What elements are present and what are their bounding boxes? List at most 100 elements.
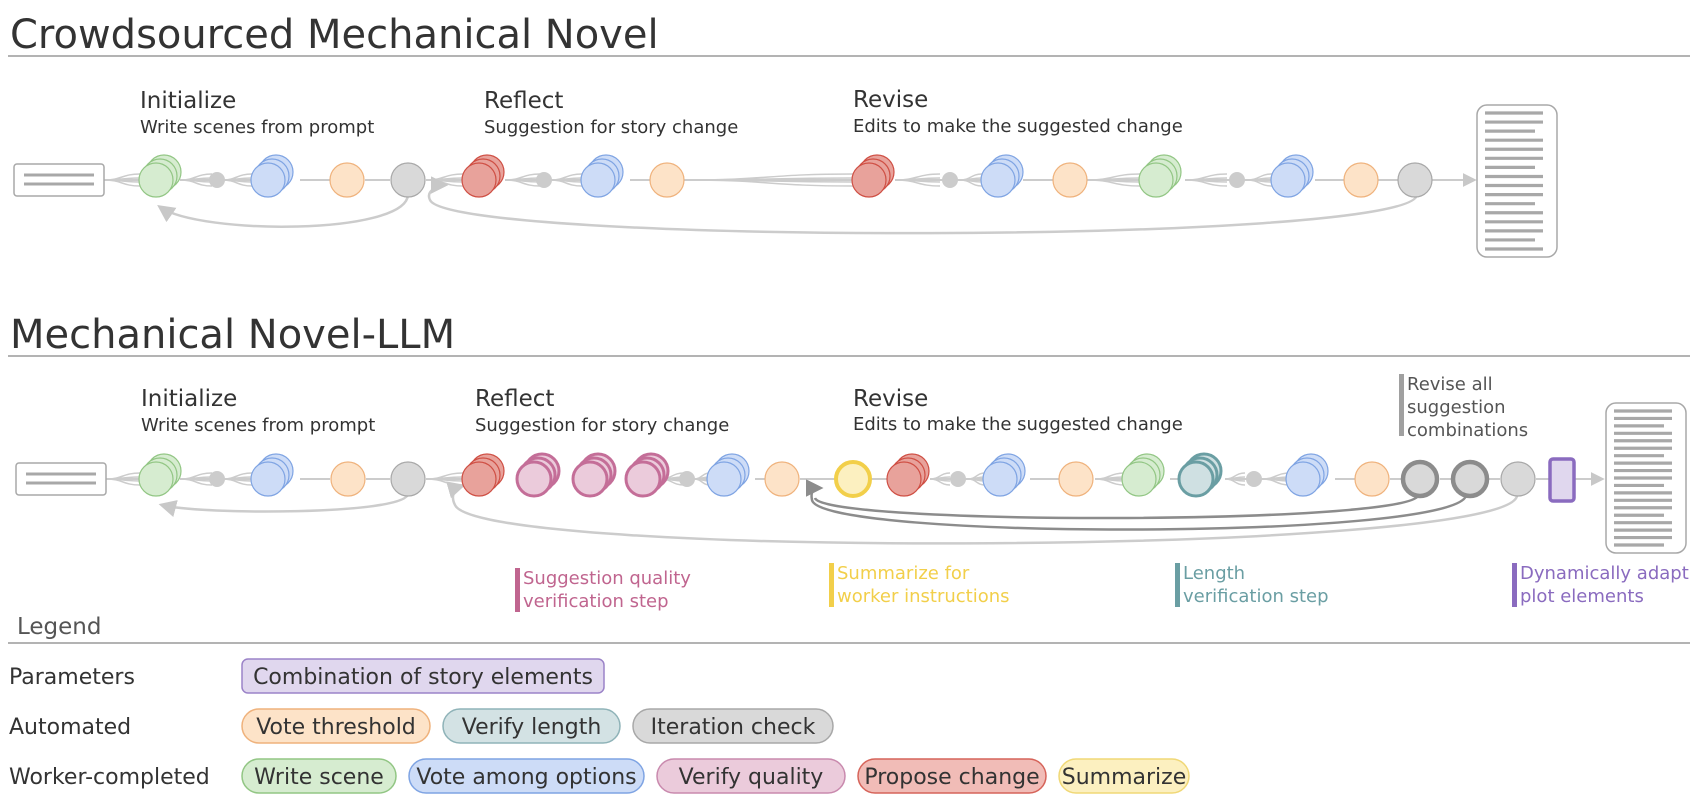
- bottom-title: Mechanical Novel-LLM: [10, 312, 455, 358]
- top-vote-disc: [980, 162, 1016, 198]
- bottom-fan-line: [1094, 478, 1126, 486]
- legend-item-label: Iteration check: [651, 715, 816, 740]
- annotation-dynamic-bar: [1512, 563, 1517, 607]
- bottom-write-scene: [138, 453, 182, 497]
- bottom-input-doc-frame: [15, 462, 107, 496]
- top-stage-revise-name: Revise: [853, 87, 928, 113]
- legend-item: Write scene: [241, 758, 397, 794]
- legend-item-pill: [632, 708, 834, 744]
- top-fan: [683, 173, 854, 187]
- legend-item-pill: [1058, 758, 1190, 794]
- bottom-verify-quality: [571, 452, 617, 498]
- bottom-vote-threshold: [330, 461, 366, 497]
- annotation-dynamic-line-2: plot elements: [1520, 586, 1644, 607]
- top-fan: [1246, 173, 1273, 187]
- top-fan-line: [1184, 179, 1228, 187]
- top-stage-revise: Revise Edits to make the suggested chang…: [853, 87, 1183, 137]
- bottom-stage-initialize-name: Initialize: [141, 386, 237, 412]
- legend-item-pill: [857, 758, 1047, 794]
- bottom-vote-disc: [982, 461, 1018, 497]
- bottom-verify-quality-disc: [571, 460, 609, 498]
- top-output-doc: [1476, 104, 1558, 258]
- legend-item-label: Verify quality: [679, 765, 824, 790]
- annotation-suggestion-quality: Suggestion quality verification step: [515, 568, 691, 612]
- bottom-stage-reflect-desc: Suggestion for story change: [475, 415, 729, 436]
- top-propose-change: [461, 154, 505, 198]
- bottom-dot: [950, 471, 966, 487]
- top-fan: [959, 173, 983, 187]
- top-stage-initialize: Initialize Write scenes from prompt: [140, 88, 374, 138]
- top-stage-reflect-name: Reflect: [484, 88, 563, 114]
- legend-item-pill: [656, 758, 846, 794]
- legend-item: Verify length: [442, 708, 621, 744]
- top-write-scene-disc: [138, 162, 174, 198]
- legend-item: Summarize: [1058, 758, 1190, 794]
- legend-row-label: Automated: [9, 715, 131, 740]
- top-vote: [580, 154, 624, 198]
- bottom-loop-inner: [813, 495, 1420, 520]
- bottom-write-scene-disc: [1121, 461, 1157, 497]
- bottom-stage-initialize: Initialize Write scenes from prompt: [141, 386, 375, 436]
- bottom-vote-disc: [250, 461, 286, 497]
- top-fan-line: [959, 179, 983, 187]
- bottom-verify-quality-disc: [624, 460, 662, 498]
- bottom-fan: [179, 472, 213, 486]
- top-flow: [13, 104, 1558, 258]
- annotation-suggestion-quality-bar: [515, 568, 520, 612]
- top-vote-threshold: [329, 162, 365, 198]
- legend-item: Vote threshold: [241, 708, 431, 744]
- revise-all-bar: [1399, 374, 1404, 436]
- top-vote-threshold: [1052, 162, 1088, 198]
- legend-item-label: Verify length: [462, 715, 602, 740]
- annotation-suggestion-quality-line-2: verification step: [523, 591, 669, 612]
- bottom-dot: [679, 471, 695, 487]
- legend-item: Combination of story elements: [241, 658, 605, 694]
- bottom-plot-elements: [1548, 457, 1576, 503]
- revise-all-line-3: combinations: [1407, 420, 1528, 441]
- top-fan: [1086, 173, 1141, 187]
- top-stage-initialize-name: Initialize: [140, 88, 236, 114]
- top-loop-revise: [427, 176, 1419, 235]
- bottom-propose-change: [886, 453, 930, 497]
- bottom-stage-revise: Revise Edits to make the suggested chang…: [853, 386, 1183, 435]
- top-write-scene: [138, 154, 182, 198]
- bottom-verify-quality: [515, 452, 561, 498]
- bottom-dot: [209, 471, 225, 487]
- top-fan: [179, 173, 213, 187]
- top-fan: [504, 173, 541, 187]
- top-vote-disc: [580, 162, 616, 198]
- legend-item-pill: [241, 708, 431, 744]
- top-write-scene: [1138, 154, 1182, 198]
- top-fan: [894, 173, 941, 187]
- top-stage-reflect: Reflect Suggestion for story change: [484, 88, 738, 138]
- bottom-verify-length-disc: [1177, 460, 1215, 498]
- legend-item: Vote among options: [408, 758, 645, 794]
- top-fan-line: [221, 179, 253, 187]
- bottom-vote-disc: [1285, 461, 1321, 497]
- legend-item-label: Vote among options: [416, 765, 636, 790]
- bottom-propose-change-disc: [461, 461, 497, 497]
- bottom-input-doc: [15, 462, 107, 496]
- bottom-flow: [15, 402, 1687, 554]
- bottom-output-doc: [1605, 402, 1687, 554]
- bottom-write-scene: [1121, 453, 1165, 497]
- legend-row-label: Worker-completed: [9, 765, 210, 790]
- top-fan-line: [1086, 179, 1141, 187]
- bottom-fan: [221, 472, 253, 486]
- top-write-scene-disc: [1138, 162, 1174, 198]
- bottom-dot: [1246, 471, 1262, 487]
- bottom-fan-line: [967, 478, 986, 486]
- top-output-doc-frame: [1476, 104, 1558, 258]
- bottom-fan: [1224, 472, 1246, 486]
- bottom-vote: [250, 453, 294, 497]
- bottom-fan-line: [179, 478, 213, 486]
- annotation-suggestion-quality-line-1: Suggestion quality: [523, 568, 691, 589]
- top-iteration-check: [390, 162, 426, 198]
- top-fan-line: [1246, 179, 1273, 187]
- bottom-vote-threshold: [1354, 461, 1390, 497]
- bottom-vote: [982, 453, 1026, 497]
- top-vote-threshold: [649, 162, 685, 198]
- bottom-stage-initialize-desc: Write scenes from prompt: [141, 415, 375, 436]
- legend-item-pill: [241, 758, 397, 794]
- top-vote: [1270, 154, 1314, 198]
